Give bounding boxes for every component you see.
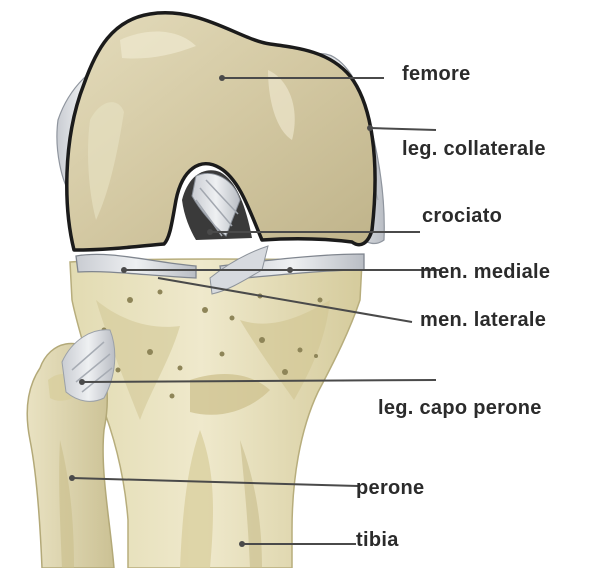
label-leg-capo-perone: leg. capo perone [378, 397, 542, 419]
leader-leg-collaterale [370, 128, 436, 130]
label-leg-collaterale: leg. collaterale [402, 138, 546, 160]
label-crociato: crociato [422, 205, 502, 227]
label-men-laterale: men. laterale [420, 309, 546, 331]
label-femore: femore [402, 63, 471, 85]
label-perone: perone [356, 477, 424, 499]
label-tibia: tibia [356, 529, 399, 551]
fibular-head-ligament [62, 330, 115, 402]
label-men-mediale: men. mediale [420, 261, 550, 283]
